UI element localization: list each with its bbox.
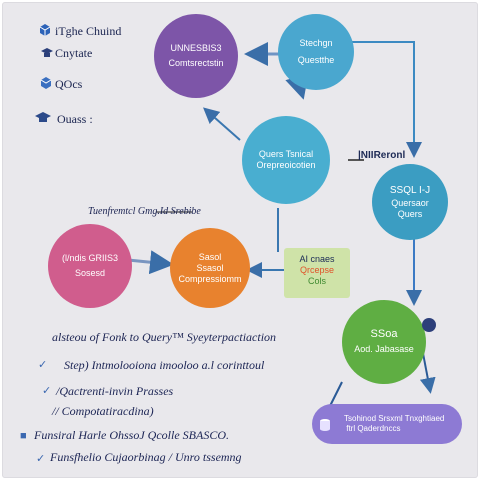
node-teal-top: Stechgn Questthe [278,14,354,90]
legend-item-3: QOcs [55,77,83,91]
node-green: SSoa Aod. Jabasase [342,300,426,384]
check-icon: ✓ [42,385,52,397]
legend-item-4: Ouass : [57,112,93,126]
mortarboard-icon [35,112,51,122]
cube-icon [40,77,52,89]
bottom-line-5: Funsfhelio Cujaorbinag / Unro tssemng [50,450,242,464]
box-icon: ■ [20,430,27,442]
node-orange: Sasol Ssasol Compressiomm [170,228,250,308]
node-purple: UNNESBIS3 Comtsrectstin [154,14,238,98]
check-icon: ✓ [38,359,48,371]
dot-icon [422,318,436,332]
legend-item-1: iTghe Chuind [55,24,122,38]
node-right-mid: SSQL I-J Quersaor Quers [372,164,448,240]
database-icon [320,419,330,431]
header-right-label: |NIIReronl [358,150,406,161]
node-pink: (l/ndis GRIIS3 Sosesd [48,224,132,308]
db-box: Tsohinod Srsxml Tnxghtiaed ftrl Qaderdnc… [312,404,462,444]
bottom-line-1: Step) Intmolooiona imooloo a.l corinttou… [64,358,265,372]
cube-icon [39,24,51,36]
feedback-label: alsteou of Fonk to Query™ Syeyterpactiac… [52,330,277,344]
bottom-line-2: /Qactrenti-invin Prasses [56,384,174,398]
caption-top-left: Tuenfremtcl Gmg.Id Srebibe [88,206,201,217]
ai-box: AI cnaes Qrcepse Cols [284,248,350,298]
bottom-line-4: Funsiral Harle OhssoJ Qcolle SBASCO. [34,428,229,442]
bottom-line-3: // Compotatiracdina) [52,404,154,418]
legend-item-2: Cnytate [55,46,93,60]
mortarboard-icon [41,48,53,57]
check-icon: ✓ [36,453,46,465]
node-center: Quers Tsnical Orepreoicotien [242,116,330,204]
